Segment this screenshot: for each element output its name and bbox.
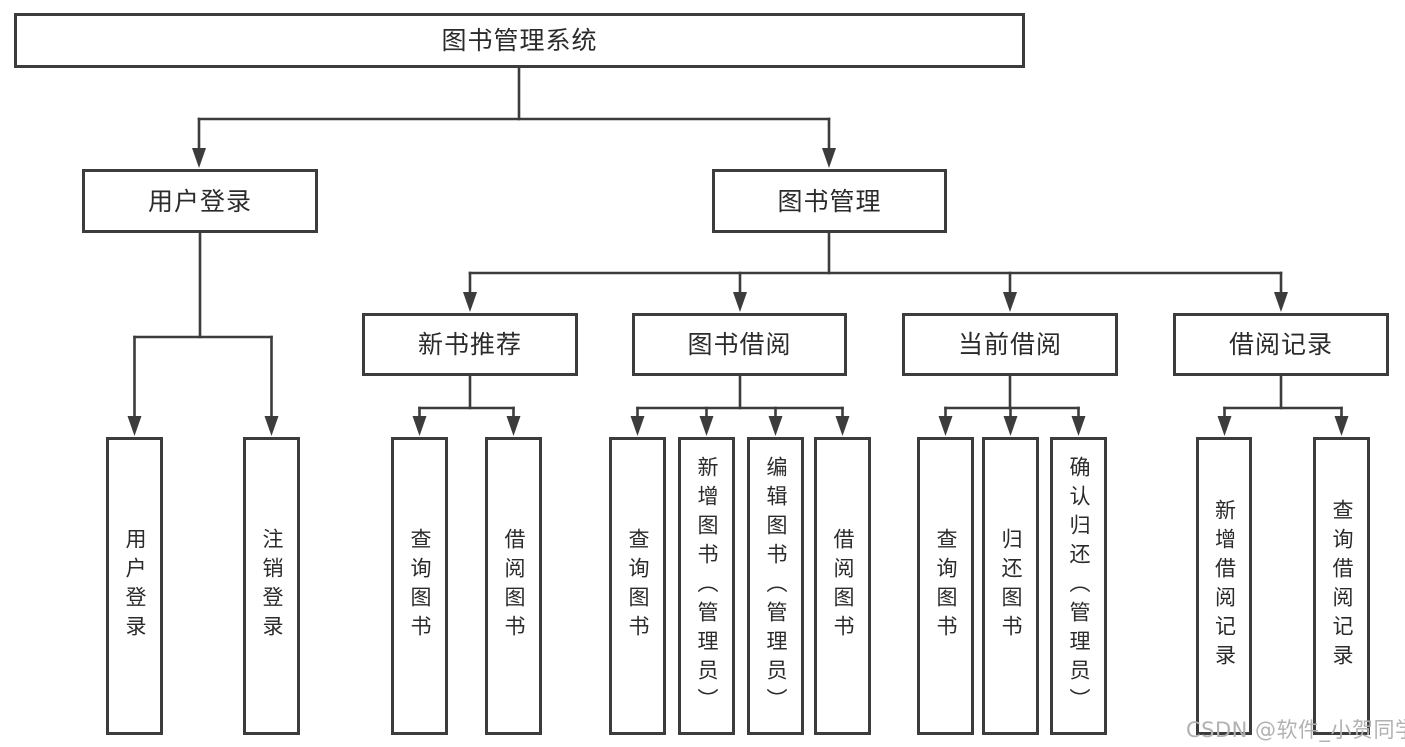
- leaf-user-login: 用户登录: [106, 437, 163, 735]
- leaf-confirm-return-admin: 确认归还（管理员）: [1050, 437, 1107, 735]
- leaf-query-books-borrowing: 查询图书: [609, 437, 666, 735]
- leaf-add-borrow-record: 新增借阅记录: [1196, 437, 1252, 735]
- node-book-management: 图书管理: [712, 169, 947, 233]
- leaf-query-books-recommend: 查询图书: [391, 437, 448, 735]
- node-book-borrowing: 图书借阅: [632, 313, 847, 376]
- csdn-watermark: CSDN @软件_小贺同学: [1186, 718, 1405, 742]
- leaf-query-borrow-record: 查询借阅记录: [1313, 437, 1370, 735]
- leaf-borrow-books: 借阅图书: [814, 437, 871, 735]
- leaf-return-book: 归还图书: [982, 437, 1039, 735]
- leaf-query-books-current: 查询图书: [917, 437, 974, 735]
- node-library-management-system: 图书管理系统: [14, 13, 1025, 68]
- node-current-borrowing: 当前借阅: [902, 313, 1118, 376]
- node-new-book-recommendation: 新书推荐: [362, 313, 578, 376]
- leaf-edit-book-admin: 编辑图书（管理员）: [747, 437, 804, 735]
- leaf-logout: 注销登录: [243, 437, 300, 735]
- node-user-login: 用户登录: [82, 169, 318, 233]
- leaf-borrow-books-recommend: 借阅图书: [485, 437, 542, 735]
- node-borrowing-records: 借阅记录: [1173, 313, 1389, 376]
- leaf-add-book-admin: 新增图书（管理员）: [678, 437, 735, 735]
